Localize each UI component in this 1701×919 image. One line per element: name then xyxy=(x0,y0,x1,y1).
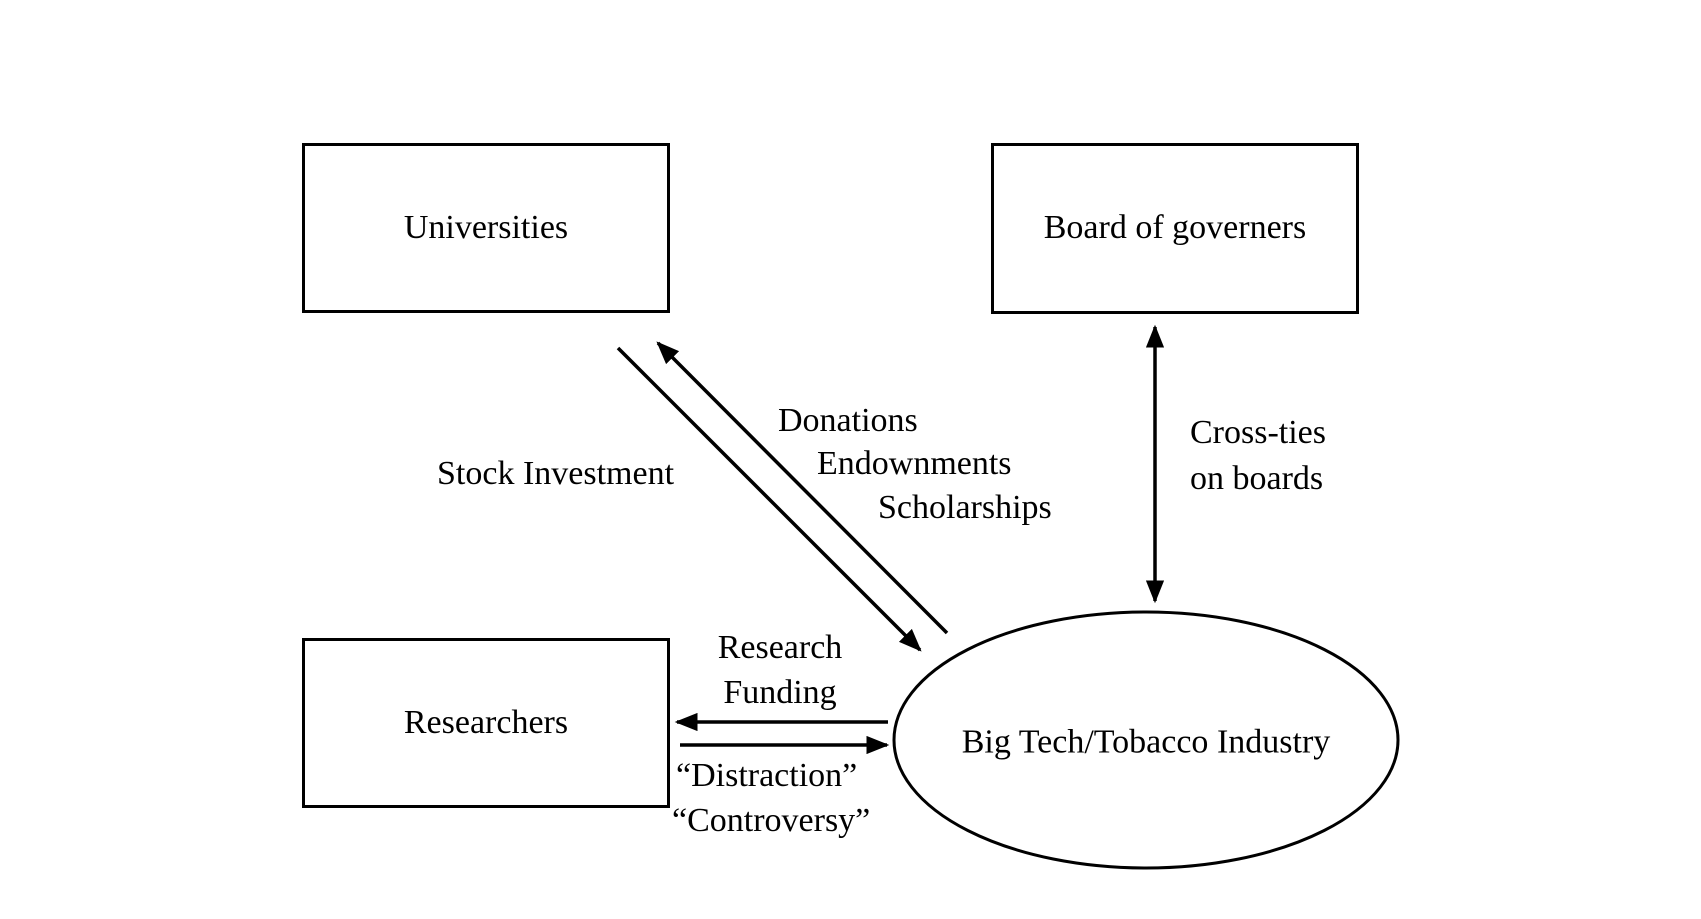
board-label: Board of governers xyxy=(1044,201,1306,255)
scholarships-label: Scholarships xyxy=(878,489,1052,526)
controversy-label: “Controversy” xyxy=(672,802,871,839)
endownments-label: Endownments xyxy=(817,445,1012,482)
industry-label: Big Tech/Tobacco Industry xyxy=(962,717,1331,768)
distraction-label: “Distraction” xyxy=(676,757,858,794)
cross-ties-label-line1: Cross-ties xyxy=(1190,414,1326,451)
industry-label-line1: Big Tech/Tobacco xyxy=(961,723,1209,761)
cross-ties-label: Cross-ties on boards xyxy=(1190,410,1326,502)
industry-ellipse xyxy=(892,610,1400,870)
research-funding-label-line2: Funding xyxy=(723,674,837,711)
researchers-label: Researchers xyxy=(403,703,569,741)
universities-label: Universities xyxy=(403,208,569,246)
industry-label-line2: Industry xyxy=(1216,723,1331,761)
arrow-stock-investment xyxy=(616,346,922,652)
board-label-line1: Board of xyxy=(1043,209,1164,247)
research-funding-label-line1: Research xyxy=(717,629,843,666)
board-label-line2: governers xyxy=(1172,209,1307,247)
donations-label: Donations xyxy=(778,402,918,439)
node-board-of-governers: Board of governers xyxy=(991,143,1359,314)
node-researchers: Researchers xyxy=(302,638,670,808)
arrow-donations-endowments-scholarships xyxy=(656,341,949,635)
stock-investment-label: Stock Investment xyxy=(437,455,675,492)
node-universities: Universities xyxy=(302,143,670,313)
cross-ties-label-line2: on boards xyxy=(1190,459,1324,497)
